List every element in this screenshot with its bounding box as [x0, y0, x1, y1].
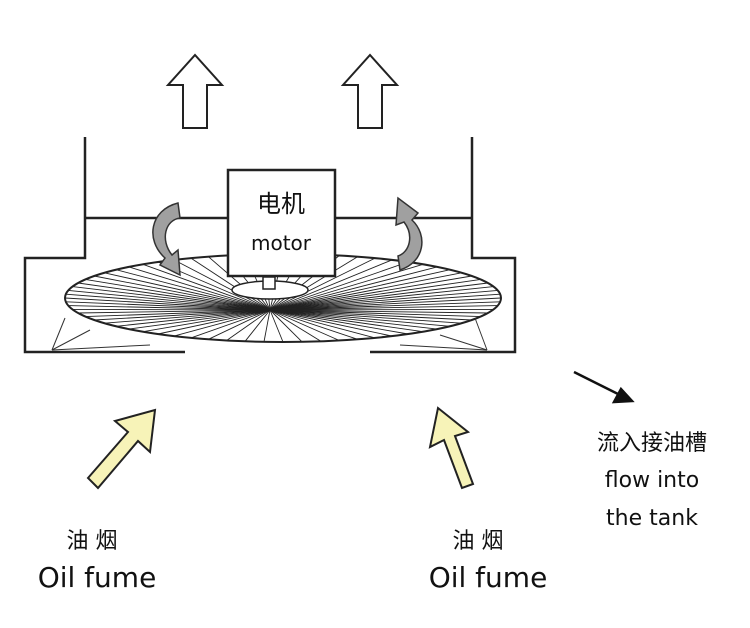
disc-spoke [269, 309, 322, 342]
disc-spoke [94, 309, 271, 321]
disc-spoke [128, 309, 271, 330]
disc-spoke [157, 309, 271, 335]
outlet-label-en-line2: the tank [606, 506, 698, 531]
rotation-arrow-icon-right [395, 196, 423, 271]
disc-spoke [190, 257, 271, 311]
disc-spoke [269, 309, 393, 337]
disc-spoke [208, 309, 271, 340]
disc-spoke [68, 305, 271, 311]
disc-spoke [269, 309, 340, 341]
disc-spoke [269, 278, 481, 311]
disc-spoke [269, 309, 472, 321]
oil-fume-intake-arrow-right [428, 406, 475, 490]
oil-fume-intake-arrow-left [86, 408, 157, 490]
disc-spoke [68, 289, 271, 311]
exhaust-arrow-left [165, 53, 225, 129]
disc-spoke [173, 259, 271, 311]
disc-spoke [65, 293, 271, 311]
oil-fume-label-cn-right: 油 烟 [453, 529, 504, 554]
disc-spoke [263, 309, 271, 342]
oil-fume-label-en-right: Oil fume [429, 561, 548, 594]
disc-spoke [226, 309, 271, 341]
disc-spoke [269, 309, 358, 340]
disc-spoke [269, 263, 424, 311]
disc-spoke [269, 309, 376, 339]
disc-spoke [269, 305, 498, 311]
disc-spoke [269, 309, 488, 314]
disc-spoke [269, 257, 376, 311]
disc-spoke [269, 301, 501, 311]
disc-spoke [173, 309, 271, 337]
rotation-arrow-icon-left [152, 202, 181, 277]
disc-spoke [269, 275, 472, 311]
outlet-label-cn: 流入接油槽 [597, 431, 707, 456]
motor-box: 电机 motor [226, 168, 337, 278]
disc-spoke [269, 309, 409, 335]
disc-spoke [269, 309, 462, 324]
disc-spoke [269, 309, 481, 318]
disc-spoke [190, 309, 271, 339]
disc-spoke [269, 308, 494, 311]
disc-spoke [104, 309, 271, 324]
disc-spoke [128, 266, 271, 311]
drip-lines [51, 317, 488, 351]
disc-spoke [94, 275, 271, 311]
disc-spoke [64, 297, 271, 311]
disc-spoke [269, 289, 498, 311]
disc-spoke [104, 272, 271, 311]
disc-spoke [85, 309, 271, 318]
disc-spoke [142, 309, 271, 333]
disc-spoke [65, 301, 271, 311]
oil-fume-label-en-left: Oil fume [38, 561, 157, 594]
disc-spoke [269, 309, 438, 330]
disc-spoke [269, 261, 409, 311]
disc-spoke [269, 259, 393, 311]
disc-spoke [269, 309, 284, 343]
outlet-label-en-line1: flow into [605, 468, 699, 493]
disc-spoke [269, 272, 462, 311]
disc-spoke [78, 309, 271, 314]
disc-spoke [269, 266, 438, 311]
disc-spoke [269, 309, 303, 343]
disc-spoke [115, 309, 271, 327]
outlet-arrow-icon [573, 370, 635, 404]
disc-spoke [269, 256, 358, 311]
disc-spoke [244, 309, 271, 342]
disc-spoke [269, 309, 424, 333]
disc-spoke [269, 309, 451, 327]
disc-spoke [208, 256, 271, 311]
disc-spoke [115, 269, 271, 311]
disc-spoke [142, 263, 271, 311]
disc-spoke [85, 278, 271, 311]
separator-disc [64, 253, 502, 343]
exhaust-arrow-right [340, 53, 400, 129]
motor-label-en: motor [251, 231, 312, 255]
disc-spoke [269, 269, 451, 311]
disc-spoke [78, 282, 271, 311]
disc-spoke [72, 286, 271, 311]
disc-spoke [72, 308, 271, 311]
disc-spoke [269, 286, 494, 311]
motor-label-cn: 电机 [257, 190, 305, 218]
disc-spoke [269, 282, 488, 311]
disc-spoke [269, 293, 501, 311]
disc-spoke [269, 297, 502, 311]
oil-fume-label-cn-left: 油 烟 [67, 529, 118, 554]
